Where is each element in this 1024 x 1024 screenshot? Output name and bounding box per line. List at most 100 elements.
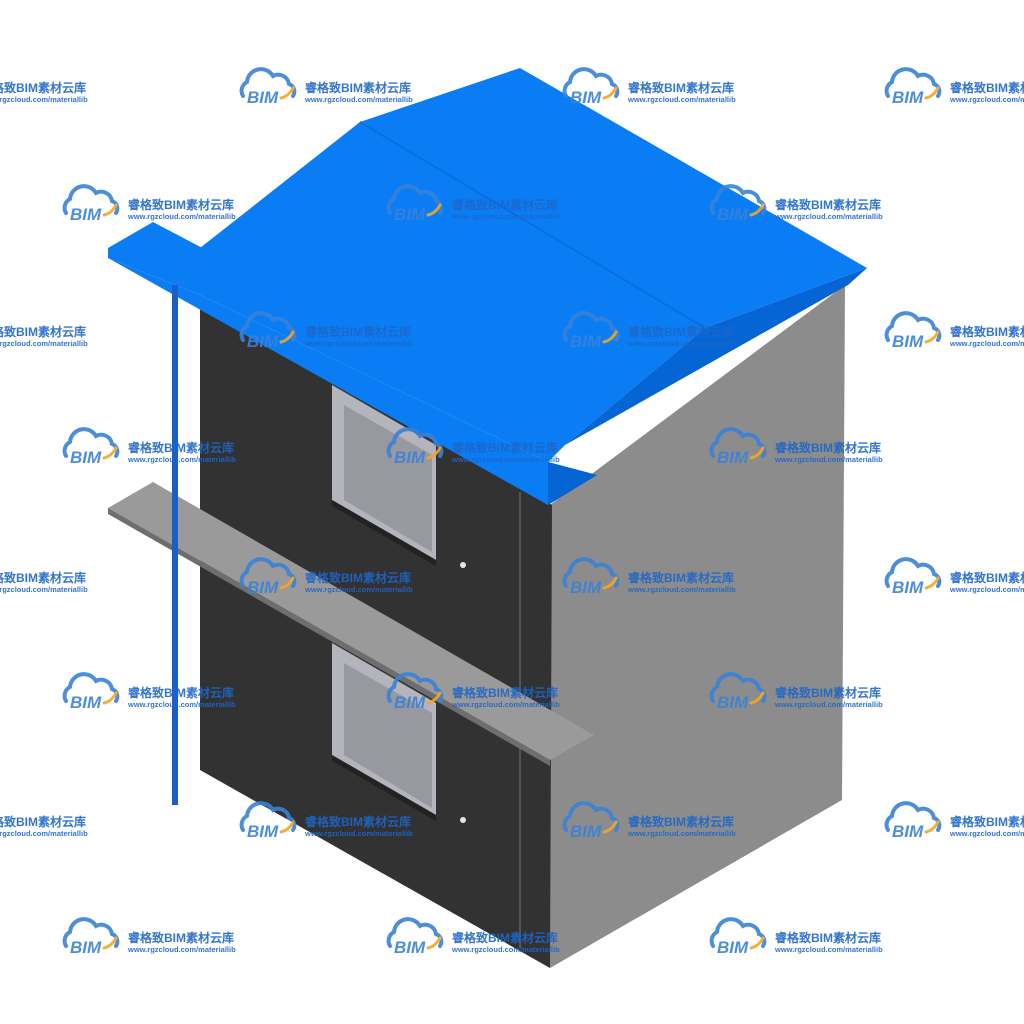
watermark: BIM睿格致BIM素材云库www.rgzcloud.com/materialli… [884, 557, 1024, 597]
upper-window-sill-shadow [332, 500, 436, 566]
watermark-logo-text: BIM [717, 205, 749, 224]
watermark-url-text: www.rgzcloud.com/materiallib [0, 585, 88, 594]
logo-swoosh-icon [279, 86, 295, 100]
logo-swoosh-icon [602, 576, 618, 590]
watermark-url-text: www.rgzcloud.com/materiallib [774, 700, 883, 709]
cloud-logo-icon [709, 917, 767, 948]
cloud-logo-icon [884, 67, 942, 98]
watermark: BIM睿格致BIM素材云库www.rgzcloud.com/materialli… [0, 570, 88, 594]
cloud-logo-icon [884, 557, 942, 588]
watermark-logo-text: BIM [70, 693, 102, 712]
watermark-url-text: www.rgzcloud.com/materiallib [0, 339, 88, 348]
watermark-brand-text: 睿格致BIM素材云库 [950, 80, 1024, 95]
watermark-brand-text: 睿格致BIM素材云库 [775, 197, 881, 212]
logo-swoosh-icon [279, 576, 295, 590]
watermark: BIM 睿格致BIM素材云库www.rgzcloud.com/materialli… [884, 311, 1024, 351]
watermark-brand-text: 睿格致BIM素材云库 [628, 814, 734, 829]
cloud-logo-icon [239, 801, 297, 832]
watermark-logo-text: BIM [70, 938, 102, 957]
lower-door-knob [460, 817, 466, 823]
watermark-url-text: www.rgzcloud.com/materiallib [627, 585, 736, 594]
logo-swoosh-icon [602, 820, 618, 834]
cloud-logo-icon [562, 801, 620, 832]
watermark-brand-text: 睿格致BIM素材云库 [305, 80, 411, 95]
watermark-url-text: www.rgzcloud.com/materiallib [949, 95, 1024, 104]
watermark-url-text: www.rgzcloud.com/materiallib [774, 455, 883, 464]
watermark: BIM 睿格致BIM素材云库www.rgzcloud.com/materialli… [62, 672, 236, 712]
watermark-url-text: www.rgzcloud.com/materiallib [451, 455, 560, 464]
cloud-logo-icon [386, 672, 444, 703]
logo-swoosh-icon [102, 936, 118, 950]
watermark-url-text: www.rgzcloud.com/materiallib [774, 945, 883, 954]
watermark: BIM睿格致BIM素材云库www.rgzcloud.com/materialli… [0, 814, 88, 838]
watermark-logo-text: BIM [570, 88, 602, 107]
cloud-logo-icon [239, 67, 297, 98]
watermark-brand-text: 睿格致BIM素材云库 [628, 80, 734, 95]
logo-swoosh-icon [924, 820, 940, 834]
watermark-brand-text: 睿格致BIM素材云库 [305, 324, 411, 339]
watermark-url-text: www.rgzcloud.com/materiallib [304, 95, 413, 104]
watermark-logo-text: BIM [717, 448, 749, 467]
watermark-url-text: www.rgzcloud.com/materiallib [304, 585, 413, 594]
roof-main-plane [200, 68, 867, 462]
upper-window-glass [344, 405, 432, 552]
cloud-logo-icon [386, 184, 444, 215]
roof-hip-shadow [565, 268, 867, 445]
watermark-url-text: www.rgzcloud.com/materiallib [774, 212, 883, 221]
lower-window [332, 643, 436, 821]
watermark-brand-text: 睿格致BIM素材云库 [775, 685, 881, 700]
watermark: BIM睿格致BIM素材云库www.rgzcloud.com/materialli… [0, 324, 88, 348]
logo-swoosh-icon [426, 691, 442, 705]
cloud-logo-icon [386, 917, 444, 948]
watermark-url-text: www.rgzcloud.com/materiallib [127, 700, 236, 709]
watermark-brand-text: 睿格致BIM素材云库 [452, 197, 558, 212]
watermark-logo-text: BIM [247, 88, 279, 107]
watermark-brand-text: 睿格致BIM素材云库 [0, 324, 86, 339]
logo-swoosh-icon [102, 203, 118, 217]
cloud-logo-icon [884, 801, 942, 832]
watermark-url-text: www.rgzcloud.com/materiallib [627, 829, 736, 838]
logo-swoosh-icon [924, 86, 940, 100]
balcony-slab-top [108, 482, 594, 760]
cloud-logo-icon [62, 672, 120, 703]
lower-window-glass [344, 663, 432, 808]
cloud-logo-icon [709, 427, 767, 458]
watermark-logo-text: BIM [247, 332, 279, 351]
watermark-logo-text: BIM [717, 693, 749, 712]
side-wall [550, 285, 845, 968]
watermark-logo-text: BIM [892, 332, 924, 351]
logo-swoosh-icon [279, 820, 295, 834]
watermark-brand-text: 睿格致BIM素材云库 [0, 570, 86, 585]
roof-front-fascia [108, 258, 597, 505]
watermark-brand-text: 睿格致BIM素材云库 [128, 685, 234, 700]
watermark-url-text: www.rgzcloud.com/materiallib [949, 339, 1024, 348]
logo-swoosh-icon [102, 446, 118, 460]
watermark-logo-text: BIM [570, 332, 602, 351]
watermark-url-text: www.rgzcloud.com/materiallib [627, 95, 736, 104]
watermark-brand-text: 睿格致BIM素材云库 [950, 324, 1024, 339]
cloud-logo-icon [884, 311, 942, 342]
watermark-brand-text: 睿格致BIM素材云库 [950, 570, 1024, 585]
watermark-logo-text: BIM [394, 205, 426, 224]
cloud-logo-icon [62, 184, 120, 215]
logo-swoosh-icon [426, 203, 442, 217]
logo-swoosh-icon [749, 936, 765, 950]
downpipe [172, 285, 178, 805]
watermark-url-text: www.rgzcloud.com/materiallib [949, 585, 1024, 594]
logo-swoosh-icon [426, 936, 442, 950]
watermark: BIM 睿格致BIM素材云库www.rgzcloud.com/materialli… [709, 672, 883, 712]
watermark: BIM睿格致BIM素材云库www.rgzcloud.com/materialli… [884, 67, 1024, 107]
building [108, 68, 867, 968]
watermark-brand-text: 睿格致BIM素材云库 [128, 930, 234, 945]
watermark-url-text: www.rgzcloud.com/materiallib [0, 829, 88, 838]
logo-swoosh-icon [602, 330, 618, 344]
